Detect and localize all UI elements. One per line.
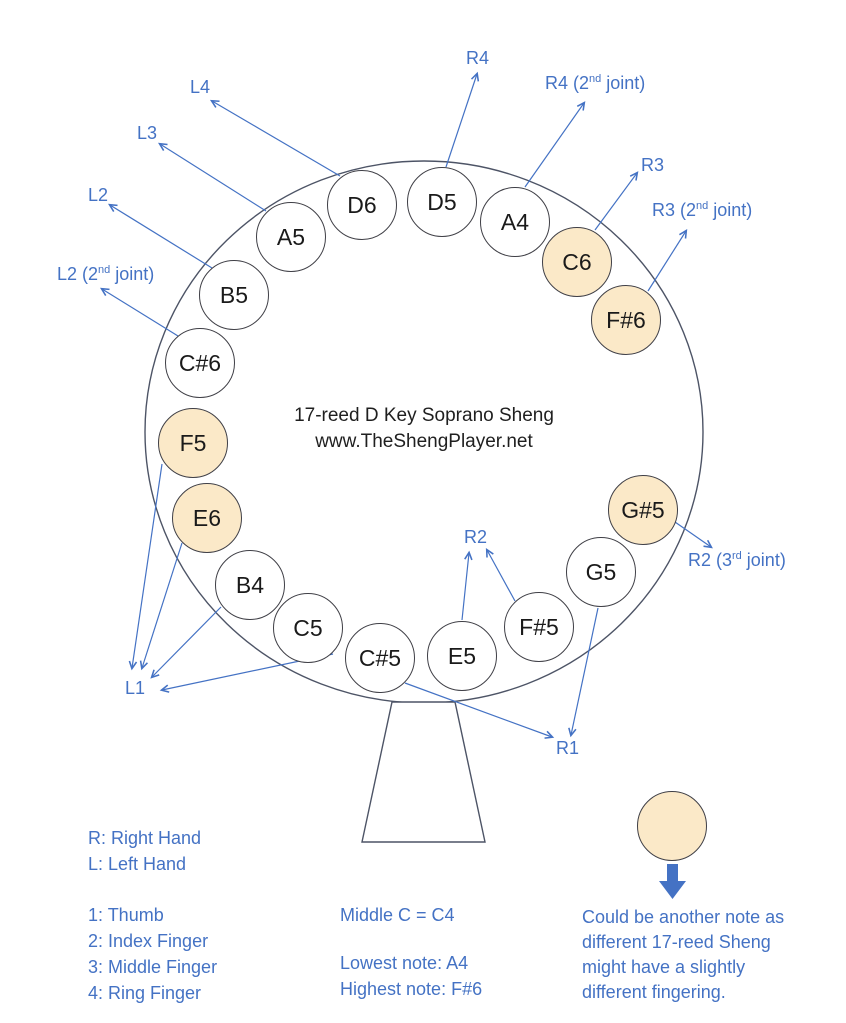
callout-line: Could be another note as (582, 907, 785, 927)
finger-label-r4: R4 (466, 48, 490, 68)
note-circle-csharp5: C#5 (345, 623, 415, 693)
note-circle-f5: F5 (158, 408, 228, 478)
finger-label-r2-3rd-joint: R2 (3rd joint) (688, 550, 786, 571)
callout-line: different fingering. (582, 982, 726, 1002)
arrow-r4-from-d5 (445, 71, 480, 168)
diagram-title: 17-reed D Key Soprano Sheng www.TheSheng… (224, 403, 624, 455)
arrow-r2-from-e5 (461, 550, 473, 621)
arrow-l1-from-b4 (150, 606, 222, 679)
note-circle-fsharp5: F#5 (504, 592, 574, 662)
reference-range: Lowest note: A4 Highest note: F#6 (340, 950, 482, 1002)
arrow-r2joint-from-gsharp5 (674, 521, 713, 549)
note-circle-c6: C6 (542, 227, 612, 297)
example-note-circle (637, 791, 707, 861)
legend-index-finger: 2: Index Finger (88, 931, 209, 951)
finger-label-l4: L4 (190, 77, 211, 97)
legend-thumb: 1: Thumb (88, 905, 164, 925)
finger-label-r3-2nd-joint: R3 (2nd joint) (652, 200, 752, 221)
note-circle-b5: B5 (199, 260, 269, 330)
arrow-l4-from-d6 (209, 99, 341, 177)
note-circle-c5: C5 (273, 593, 343, 663)
arrow-r3-from-c6 (594, 171, 639, 231)
reference-highest-note: Highest note: F#6 (340, 979, 483, 999)
note-circle-e6: E6 (172, 483, 242, 553)
finger-label-l2-2nd-joint: L2 (2nd joint) (57, 264, 154, 285)
legend-left-hand: L: Left Hand (88, 854, 187, 874)
arrow-l1-from-e6 (139, 542, 183, 671)
finger-label-l3: L3 (137, 123, 158, 143)
label-text: R2 (3 (688, 550, 733, 570)
note-circle-a5: A5 (256, 202, 326, 272)
label-text: joint) (110, 264, 155, 284)
legend-fingers: 1: Thumb 2: Index Finger 3: Middle Finge… (88, 902, 217, 1006)
label-text: joint) (708, 200, 753, 220)
label-text: joint) (601, 73, 646, 93)
label-text: L2 (2 (57, 264, 99, 284)
label-superscript: nd (98, 264, 111, 276)
reference-lowest-note: Lowest note: A4 (340, 953, 469, 973)
note-circle-csharp6: C#6 (165, 328, 235, 398)
arrow-l2joint-from-csharp6 (100, 287, 179, 337)
arrow-r4joint-from-a4 (524, 101, 586, 188)
legend-right-hand: R: Right Hand (88, 828, 202, 848)
callout-note: Could be another note as different 17-re… (582, 905, 784, 1005)
callout-line: different 17-reed Sheng (582, 932, 771, 952)
label-text: R4 (2 (545, 73, 590, 93)
finger-label-r3: R3 (641, 155, 665, 175)
finger-label-r4-2nd-joint: R4 (2nd joint) (545, 73, 645, 94)
finger-label-l2: L2 (88, 185, 109, 205)
arrow-r1-from-csharp5 (404, 682, 555, 739)
diagram-title-line1: 17-reed D Key Soprano Sheng (294, 405, 554, 426)
label-superscript: nd (589, 73, 602, 85)
callout-line: might have a slightly (582, 957, 746, 977)
note-circle-b4: B4 (215, 550, 285, 620)
arrow-l1-from-f5 (128, 463, 163, 671)
note-circle-e5: E5 (427, 621, 497, 691)
down-block-arrow (659, 864, 686, 899)
label-superscript: rd (732, 550, 742, 562)
finger-label-r1: R1 (556, 738, 580, 758)
note-circle-d5: D5 (407, 167, 477, 237)
legend-ring-finger: 4: Ring Finger (88, 983, 202, 1003)
diagram-title-line2: www.TheShengPlayer.net (315, 431, 533, 452)
legend-middle-finger: 3: Middle Finger (88, 957, 218, 977)
note-circle-fsharp6: F#6 (591, 285, 661, 355)
label-text: R3 (2 (652, 200, 697, 220)
label-superscript: nd (696, 200, 709, 212)
arrow-r1-from-g5 (568, 607, 599, 738)
arrow-l2-from-b5 (108, 203, 213, 269)
label-text: joint) (741, 550, 786, 570)
finger-label-r2: R2 (464, 527, 488, 547)
note-circle-g5: G5 (566, 537, 636, 607)
arrow-r3joint-from-fsharp6 (647, 229, 688, 292)
note-circle-gsharp5: G#5 (608, 475, 678, 545)
sheng-base-trapezoid (361, 701, 486, 843)
note-circle-a4: A4 (480, 187, 550, 257)
arrow-l3-from-a5 (158, 142, 267, 212)
finger-label-l1: L1 (125, 678, 146, 698)
arrow-r2-from-fsharp5 (485, 547, 516, 602)
legend-hands: R: Right Hand L: Left Hand (88, 825, 201, 877)
note-circle-d6: D6 (327, 170, 397, 240)
reference-middle-c: Middle C = C4 (340, 905, 455, 925)
